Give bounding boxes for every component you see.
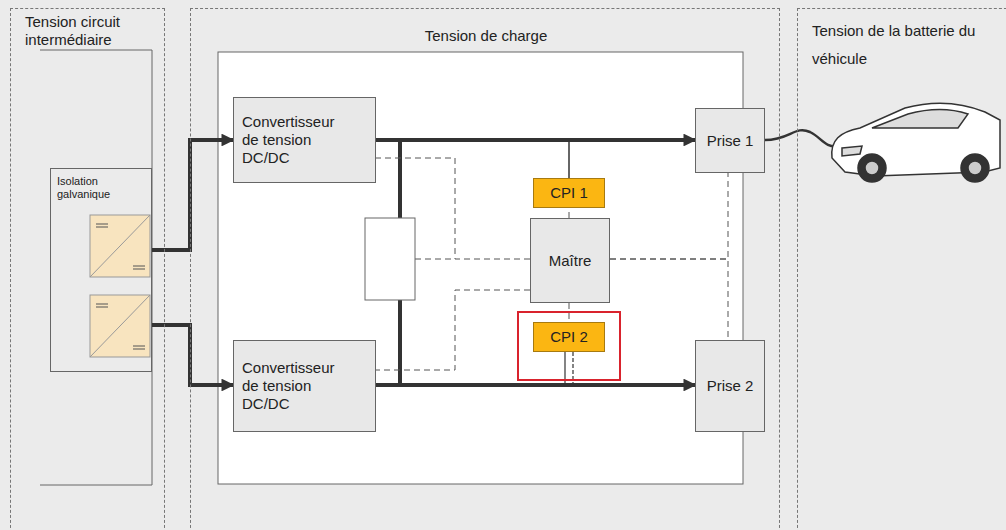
dc-mark: [133, 346, 145, 347]
dc-mark: [133, 269, 145, 270]
power-line: [376, 383, 695, 387]
control-line: [376, 158, 530, 259]
box-label: Maître: [549, 252, 592, 270]
socket-box: Prise 1: [695, 108, 765, 173]
dc-mark: [133, 266, 145, 267]
control-line: [569, 208, 570, 218]
highlight-frame: [518, 312, 620, 380]
dc-mark: [96, 224, 108, 225]
dc-mark: [96, 307, 108, 308]
car-window: [872, 110, 968, 129]
car-wheel: [858, 154, 886, 182]
region-heading: Tension de la batterie du véhicule: [812, 17, 992, 73]
cpi-box: CPI 2: [533, 322, 605, 352]
converter-diagonal: [90, 295, 150, 357]
converter-symbol: [90, 215, 150, 277]
dc-mark: [96, 227, 108, 228]
car-wheel: [961, 154, 989, 182]
converter-box: Convertisseur de tension DC/DC: [233, 97, 376, 183]
dc-mark: [96, 304, 108, 305]
voltage-region: Tension de chargeConvertisseur de tensio…: [190, 8, 780, 530]
region-heading: Tension circuit intermédiaire: [25, 13, 155, 49]
converter-symbol: [90, 215, 150, 357]
region-heading: Isolation galvanique: [57, 175, 135, 201]
cpi-stem: [568, 140, 570, 178]
cpi-box: CPI 1: [533, 178, 605, 208]
bracket-line: [40, 50, 152, 485]
dc-mark: [133, 349, 145, 350]
empty-module: [365, 218, 415, 300]
region-heading: Tension de charge: [191, 27, 781, 45]
control-line: [376, 290, 530, 370]
box-label: CPI 2: [550, 328, 588, 346]
control-line: [569, 303, 570, 322]
control-line: [415, 259, 455, 260]
charger-housing: [218, 52, 743, 484]
isolation-box: Isolation galvanique: [50, 168, 152, 372]
box-label: Prise 2: [707, 377, 754, 395]
voltage-region: Tension circuit intermédiaireIsolation g…: [10, 8, 165, 530]
box-label: Convertisseur de tension DC/DC: [242, 113, 346, 167]
car-illustration: [832, 103, 1000, 182]
car-rim: [968, 161, 982, 175]
voltage-region: Tension de la batterie du véhicule: [797, 8, 1006, 530]
control-line: [610, 259, 728, 340]
bracket-line: [40, 50, 152, 485]
box-label: CPI 1: [550, 184, 588, 202]
converter-diagonal: [90, 215, 150, 277]
car-rim: [865, 161, 879, 175]
box-label: Convertisseur de tension DC/DC: [242, 359, 346, 413]
car-body: [832, 103, 1000, 176]
box-label: Prise 1: [707, 132, 754, 150]
master-box: Maître: [530, 218, 610, 303]
car-light: [842, 146, 862, 156]
power-line: [376, 138, 695, 142]
converter-box: Convertisseur de tension DC/DC: [233, 340, 376, 432]
control-line: [610, 173, 728, 259]
converter-symbol: [90, 295, 150, 357]
charging-cable: [765, 130, 838, 146]
socket-box: Prise 2: [695, 340, 765, 432]
